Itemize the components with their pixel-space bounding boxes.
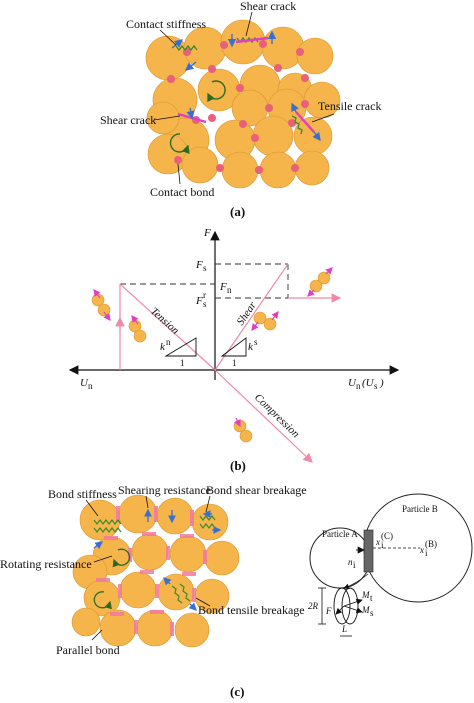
label-m-s-sub: s [370, 608, 374, 618]
label-fs-prime-sup: r [203, 290, 206, 300]
caption-b: (b) [230, 458, 246, 473]
panel-c-particles [71, 494, 240, 648]
panel-c-parallel-bonds [96, 506, 207, 636]
label-tension: Tension [148, 305, 182, 337]
bond-shear-breakage-spring [199, 515, 216, 529]
label-bond-shear-breakage: Bond shear breakage [206, 483, 307, 497]
label-f-bar: F [325, 606, 332, 616]
kn-triangle [164, 337, 197, 357]
panel-b: F F s F n F s r U n U n (U s ) Tension S… [68, 227, 400, 473]
label-us-right-sub: s [374, 381, 378, 391]
label-bond-tensile-breakage: Bond tensile breakage [198, 603, 305, 617]
ms-arrow [343, 605, 363, 614]
label-fn: F [219, 281, 227, 293]
label-shearing-resistance: Shearing resistance [118, 483, 211, 497]
label-f-axis: F [203, 227, 211, 239]
panel-a-rotation-arrow-2 [169, 133, 190, 155]
label-un-right: U [348, 377, 357, 389]
panel-a-rotation-arrow-1 [207, 80, 226, 103]
label-un-left: U [80, 377, 89, 389]
panel-a-leaders [153, 11, 335, 185]
tensile-crack-spring [291, 115, 303, 135]
label-us-right-close: ) [379, 377, 384, 389]
panel-a-contact-bonds [167, 40, 309, 174]
label-parallel-bond: Parallel bond [56, 643, 120, 657]
label-m-s: M [361, 605, 370, 615]
parallel-bond-disk [363, 529, 374, 573]
label-un-left-sub: n [88, 381, 93, 391]
label-n-i: n [348, 557, 353, 567]
panel-a-force-arrows [171, 30, 321, 142]
label-n-i-sub: i [353, 560, 356, 570]
label-l-bar: L [341, 624, 347, 634]
label-ks-sup: s [254, 337, 258, 347]
panel-b-force-lines [115, 263, 342, 463]
label-rotating-resistance: Rotating resistance [0, 557, 92, 571]
label-bond-stiffness: Bond stiffness [48, 487, 117, 501]
label-fs: F [195, 259, 203, 271]
panel-c-rotation-arrow-1 [112, 548, 131, 568]
tensile-crack-mark [295, 111, 315, 133]
label-fs-prime-sub: s [203, 299, 207, 309]
label-ks: k [248, 341, 254, 353]
panel-b-particle-pairs [91, 271, 331, 443]
label-x-b-sub: i [425, 548, 428, 558]
panel-b-pair-arrows [93, 267, 333, 428]
label-contact-bond: Contact bond [150, 185, 214, 199]
label-us-right: (U [362, 377, 375, 389]
label-fs-sub: s [203, 263, 207, 273]
label-2r: 2R [308, 601, 319, 611]
label-shear: Shear [235, 299, 260, 328]
ks-triangle [220, 337, 247, 357]
bond-stiffness-spring-1 [93, 519, 122, 525]
label-x-c: x [375, 537, 380, 547]
label-particle-a: Particle A [322, 529, 358, 539]
label-shear-crack-top: Shear crack [240, 0, 296, 13]
label-x-c-sub: i [381, 540, 384, 550]
label-particle-b: Particle B [402, 504, 438, 514]
label-kn-sup: n [166, 337, 171, 347]
label-x-c-sup: (C) [381, 531, 393, 541]
label-fn-sub: n [227, 285, 232, 295]
label-fs-prime: F [195, 295, 203, 307]
label-contact-stiffness: Contact stiffness [126, 17, 206, 31]
label-compression: Compression [252, 392, 302, 441]
bond-cylinder-back [341, 587, 359, 625]
shear-crack-mark-top [235, 36, 269, 44]
contact-stiffness-spring [175, 44, 198, 52]
label-one-left: 1 [180, 358, 185, 368]
label-un-right-sub: n [356, 381, 361, 391]
panel-c-force-arrows [93, 508, 222, 611]
label-tensile-crack: Tensile crack [318, 99, 381, 113]
panel-c-leaders [85, 495, 211, 641]
label-x-b-sup: (B) [425, 539, 437, 549]
zoom-leader [343, 573, 369, 590]
label-shear-crack-left: Shear crack [100, 113, 156, 127]
label-m-t-sub: t [370, 593, 373, 603]
bond-tensile-breakage-spring [171, 583, 191, 604]
label-m-t: M [361, 590, 370, 600]
panel-c-rotation-arrow-2 [93, 591, 112, 610]
caption-c: (c) [230, 684, 244, 699]
caption-a: (a) [230, 204, 245, 219]
label-one-right: 1 [232, 358, 237, 368]
bond-stiffness-spring-2 [93, 527, 122, 533]
panel-a: Contact stiffness Shear crack Shear crac… [100, 0, 381, 219]
mt-arrow [343, 598, 363, 607]
f-arrow [335, 605, 345, 615]
label-kn: k [160, 341, 166, 353]
label-x-b: x [419, 545, 424, 555]
panel-c: Bond stiffness Shearing resistance Bond … [0, 483, 473, 699]
